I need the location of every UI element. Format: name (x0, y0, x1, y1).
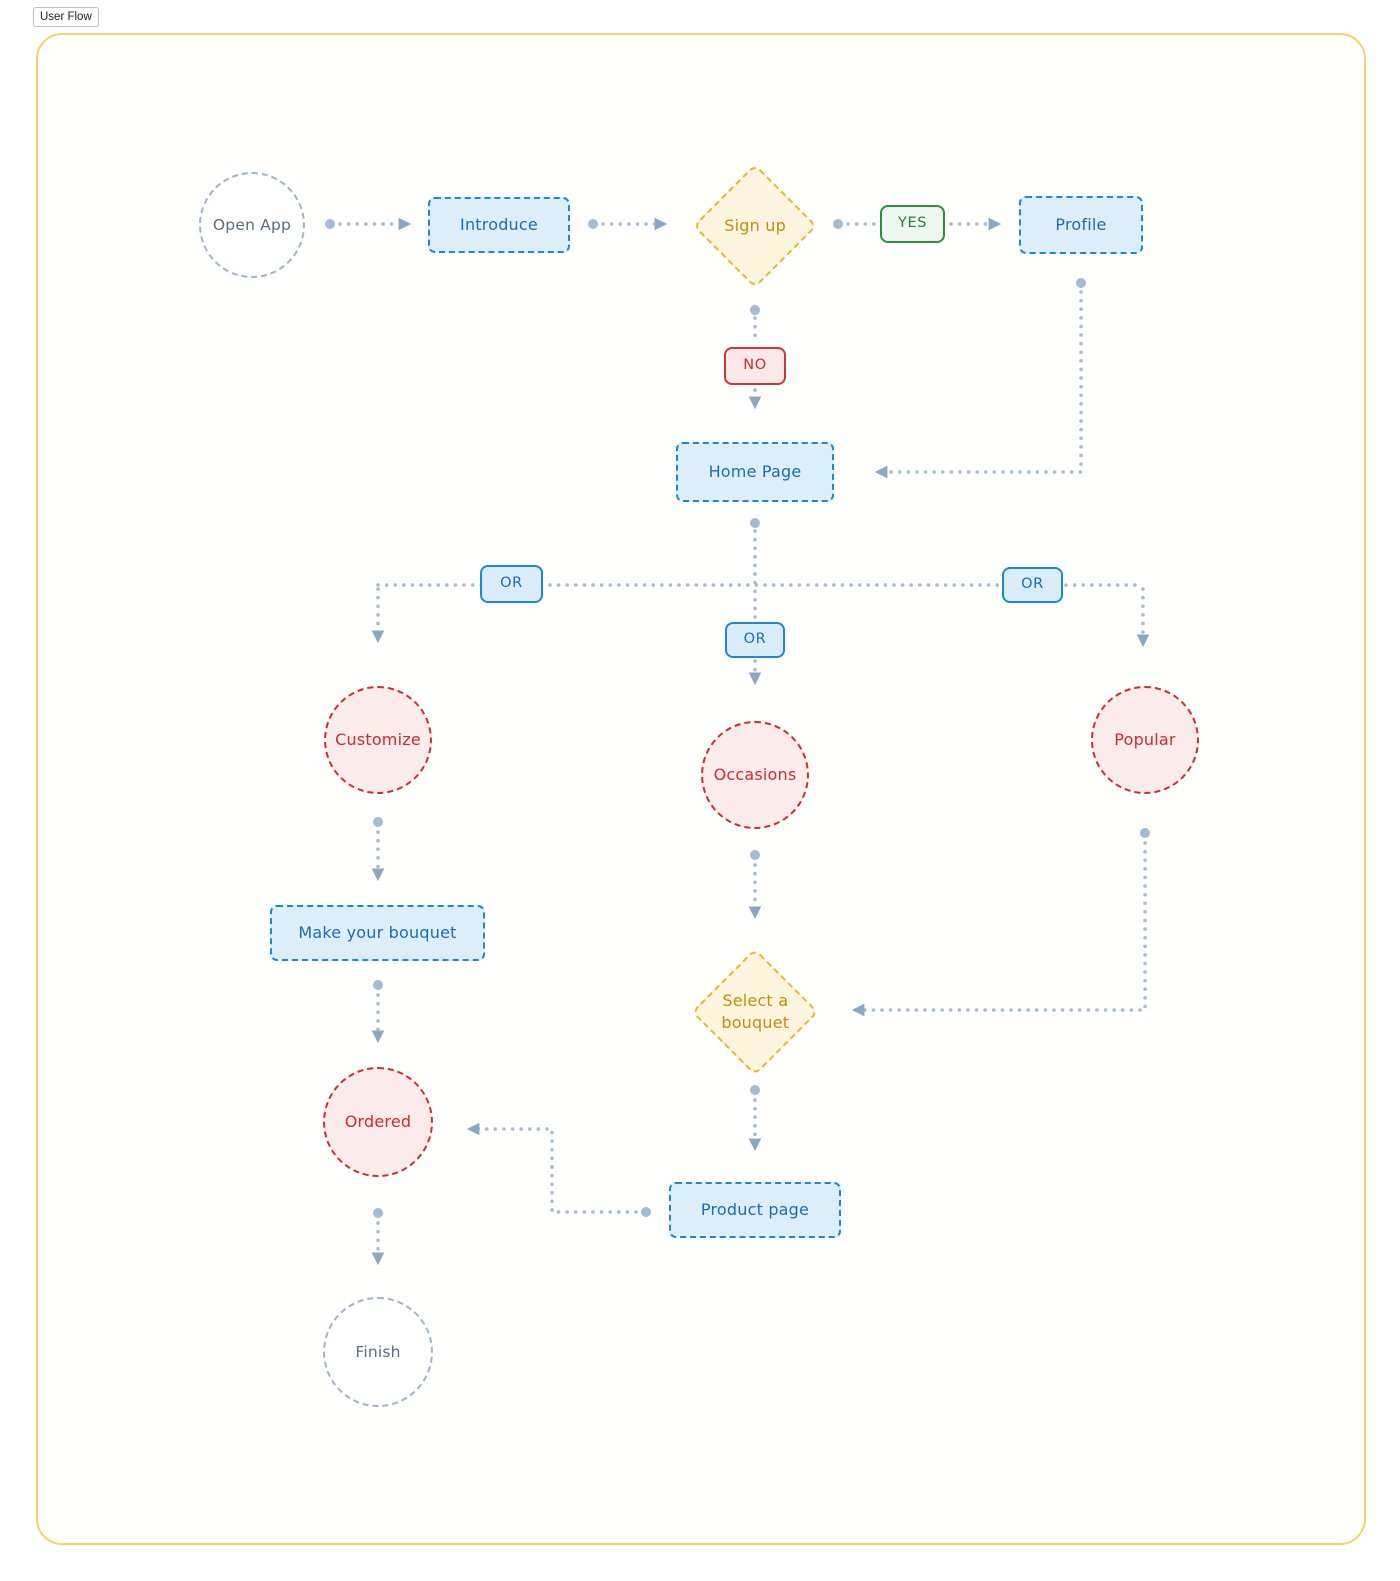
node-home-page: Home Page (676, 442, 834, 502)
node-product-page: Product page (669, 1182, 841, 1238)
node-or-right: OR (1002, 567, 1063, 603)
node-profile: Profile (1019, 196, 1143, 254)
node-profile-label: Profile (1055, 215, 1107, 235)
node-make-your-bouquet-label: Make your bouquet (298, 923, 457, 943)
node-or-center: OR (725, 622, 785, 658)
node-or-left: OR (480, 565, 543, 603)
node-occasions-label: Occasions (713, 765, 797, 785)
node-finish: Finish (323, 1297, 433, 1407)
node-or-center-label: OR (743, 631, 767, 648)
node-no-label: NO (743, 357, 767, 374)
node-yes: YES (880, 205, 945, 243)
node-home-page-label: Home Page (708, 462, 802, 482)
node-finish-label: Finish (355, 1342, 401, 1361)
image-caption-badge: User Flow (33, 7, 99, 27)
node-open-app-label: Open App (212, 215, 292, 234)
node-product-page-label: Product page (700, 1200, 810, 1220)
node-ordered-label: Ordered (344, 1112, 412, 1132)
node-yes-label: YES (897, 215, 928, 232)
node-introduce-label: Introduce (460, 215, 538, 235)
node-open-app: Open App (199, 172, 305, 278)
node-introduce: Introduce (428, 197, 570, 253)
node-sign-up-label: Sign up (724, 216, 786, 236)
node-or-left-label: OR (500, 575, 523, 592)
node-select-a-bouquet-label: Select a bouquet (721, 991, 789, 1032)
node-customize-label: Customize (335, 730, 421, 750)
node-popular-label: Popular (1114, 730, 1176, 750)
node-make-your-bouquet: Make your bouquet (270, 905, 485, 961)
node-popular: Popular (1091, 686, 1199, 794)
node-no: NO (724, 347, 786, 385)
node-or-right-label: OR (1021, 576, 1044, 593)
node-ordered: Ordered (323, 1067, 433, 1177)
node-occasions: Occasions (701, 721, 809, 829)
node-customize: Customize (324, 686, 432, 794)
